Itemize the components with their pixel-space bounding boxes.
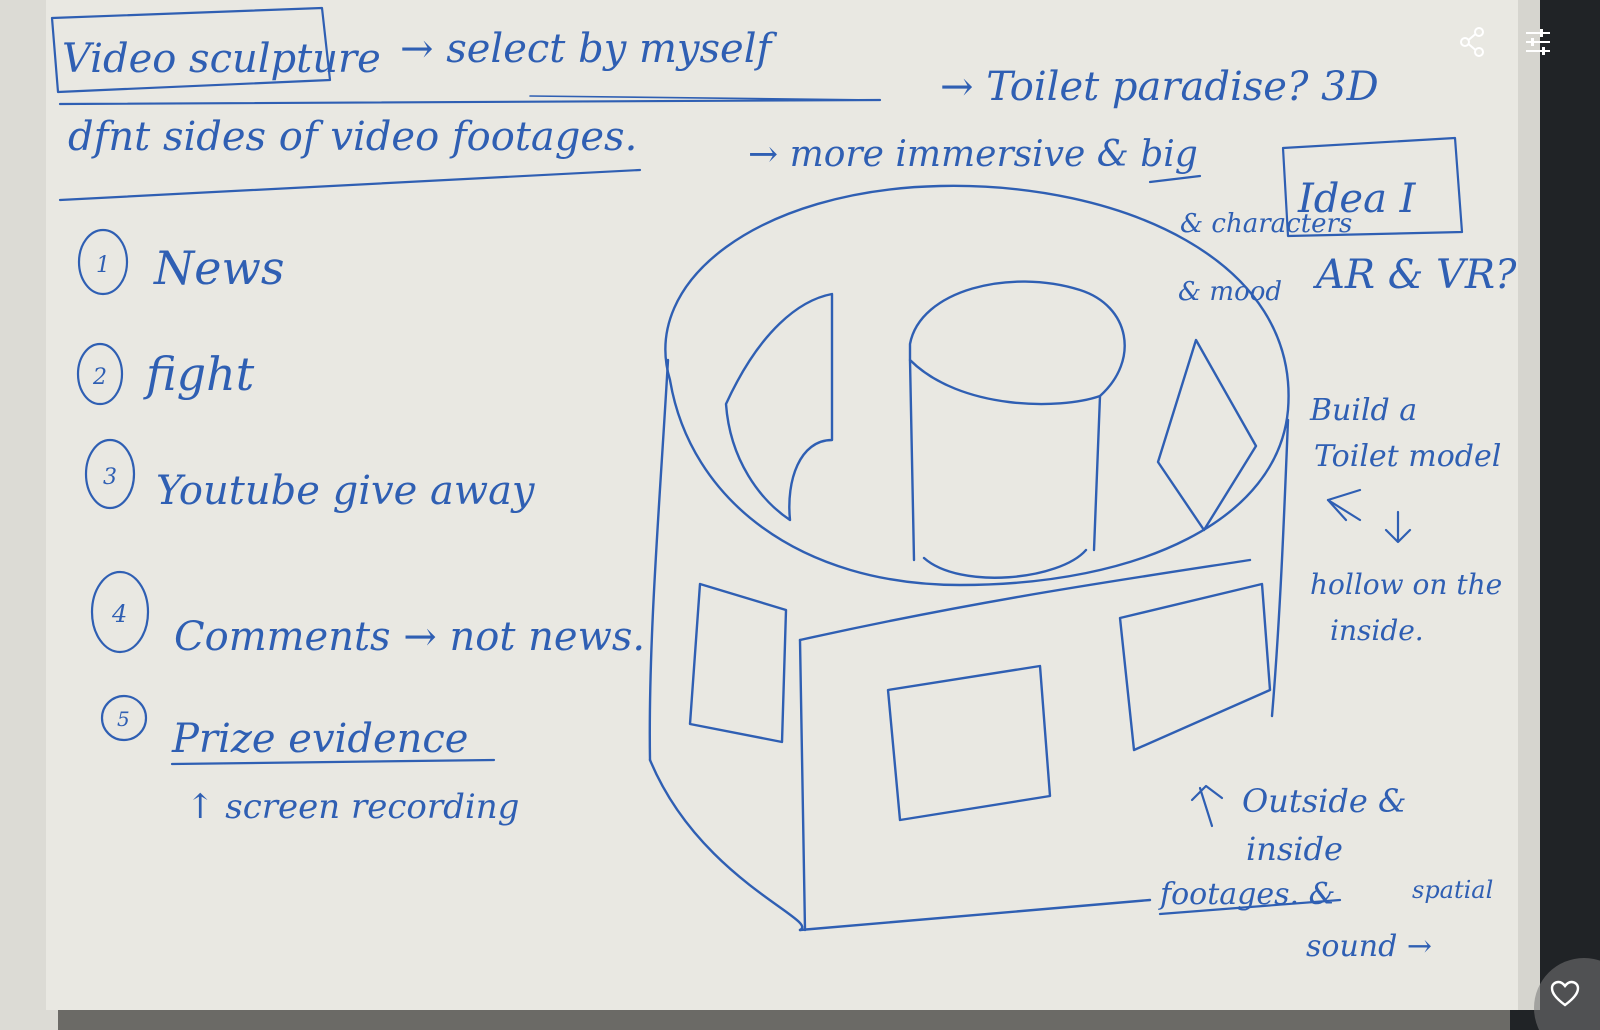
notebook-page	[46, 0, 1540, 1010]
note-title: Video sculpture	[62, 36, 381, 82]
share-button[interactable]	[1452, 22, 1492, 62]
sliders-icon	[1526, 29, 1550, 55]
handwritten-notes: Video sculpture → select by myself → Toi…	[62, 26, 1517, 964]
list-item-4: Comments → not news.	[174, 614, 645, 660]
list-num-4: 4	[111, 600, 127, 628]
page-shadow	[1518, 0, 1540, 1010]
share-icon	[1460, 27, 1484, 57]
list-item-5: Prize evidence	[171, 716, 468, 762]
note-outside-1: Outside &	[1242, 782, 1406, 820]
toilet-sketch	[648, 184, 1290, 932]
note-build-1: Build a	[1309, 393, 1417, 428]
note-spatial: spatial	[1412, 876, 1493, 904]
note-build-2: Toilet model	[1314, 439, 1501, 474]
list-item-3: Youtube give away	[156, 468, 536, 514]
note-mood: & mood	[1178, 277, 1282, 307]
note-screen-recording: ↑ screen recording	[186, 787, 519, 827]
note-immersive: → more immersive & big	[748, 134, 1198, 175]
note-outside-3: footages. &	[1158, 877, 1335, 912]
note-line2: dfnt sides of video footages.	[68, 114, 637, 160]
sketch-arrows	[1190, 488, 1412, 828]
heart-icon	[1550, 980, 1580, 1007]
note-ar-vr: AR & VR?	[1312, 252, 1517, 298]
list-num-5: 5	[117, 707, 130, 731]
list-num-3: 3	[103, 465, 117, 490]
list-number-circles	[76, 228, 150, 742]
list-item-1: News	[153, 241, 284, 295]
note-line1-b: → Toilet paradise? 3D	[940, 64, 1379, 110]
list-num-2: 2	[92, 365, 107, 390]
list-item-2: fight	[143, 347, 255, 401]
note-hollow-2: inside.	[1330, 614, 1424, 647]
note-idea: Idea I	[1297, 176, 1417, 222]
note-sound: sound →	[1306, 929, 1432, 964]
note-line1-a: → select by myself	[400, 26, 778, 72]
list-num-1: 1	[96, 253, 110, 278]
note-hollow-1: hollow on the	[1310, 568, 1502, 601]
title-box-lines	[50, 6, 1464, 916]
note-outside-2: inside	[1246, 830, 1343, 868]
filter-adjust-button[interactable]	[1518, 22, 1558, 62]
note-characters: & characters	[1180, 209, 1352, 239]
